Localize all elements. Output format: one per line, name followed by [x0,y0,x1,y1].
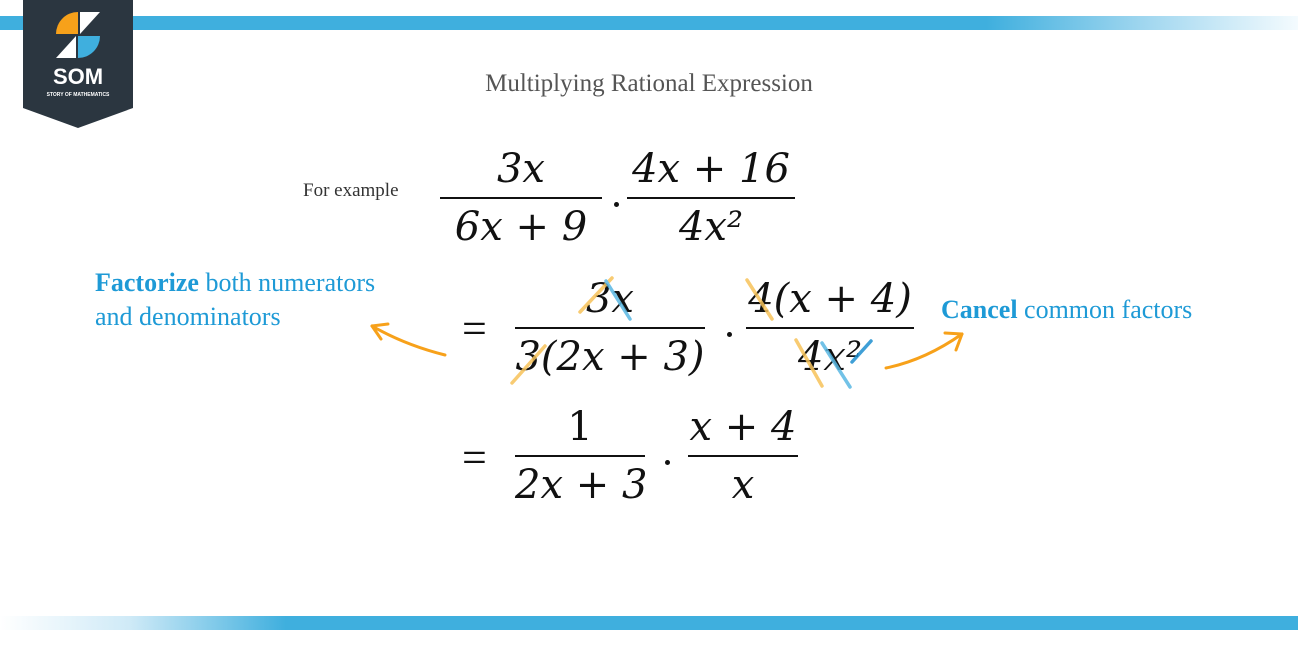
cancel-marks [510,276,873,389]
step1-left-fraction: 3x 6x + 9 [440,145,602,251]
example-label: For example [303,180,399,201]
arrow-left-icon [370,322,447,357]
top-accent-bar [0,16,1298,30]
svg-text:SOM: SOM [53,64,103,89]
step2-left-fraction: 3x 3(2x + 3) [515,276,705,380]
step1-right-fraction: 4x + 16 4x² [627,145,795,251]
factorize-annotation: Factorize both numerators and denominato… [95,268,376,331]
cancel-annotation: Cancel common factors [941,295,1193,324]
equals-sign: = [462,304,487,353]
svg-text:STORY OF MATHEMATICS: STORY OF MATHEMATICS [47,92,110,98]
equals-sign: = [462,433,487,482]
multiply-dot [614,202,619,207]
bottom-accent-bar [0,616,1298,630]
multiply-dot [727,332,732,337]
som-logo: SOM STORY OF MATHEMATICS [23,0,133,128]
step3-left-fraction: 1 2x + 3 [515,404,648,508]
arrow-right-icon [884,331,964,370]
page-title: Multiplying Rational Expression [485,70,813,97]
step3-right-fraction: x + 4 x [688,404,798,508]
multiply-dot [665,460,670,465]
